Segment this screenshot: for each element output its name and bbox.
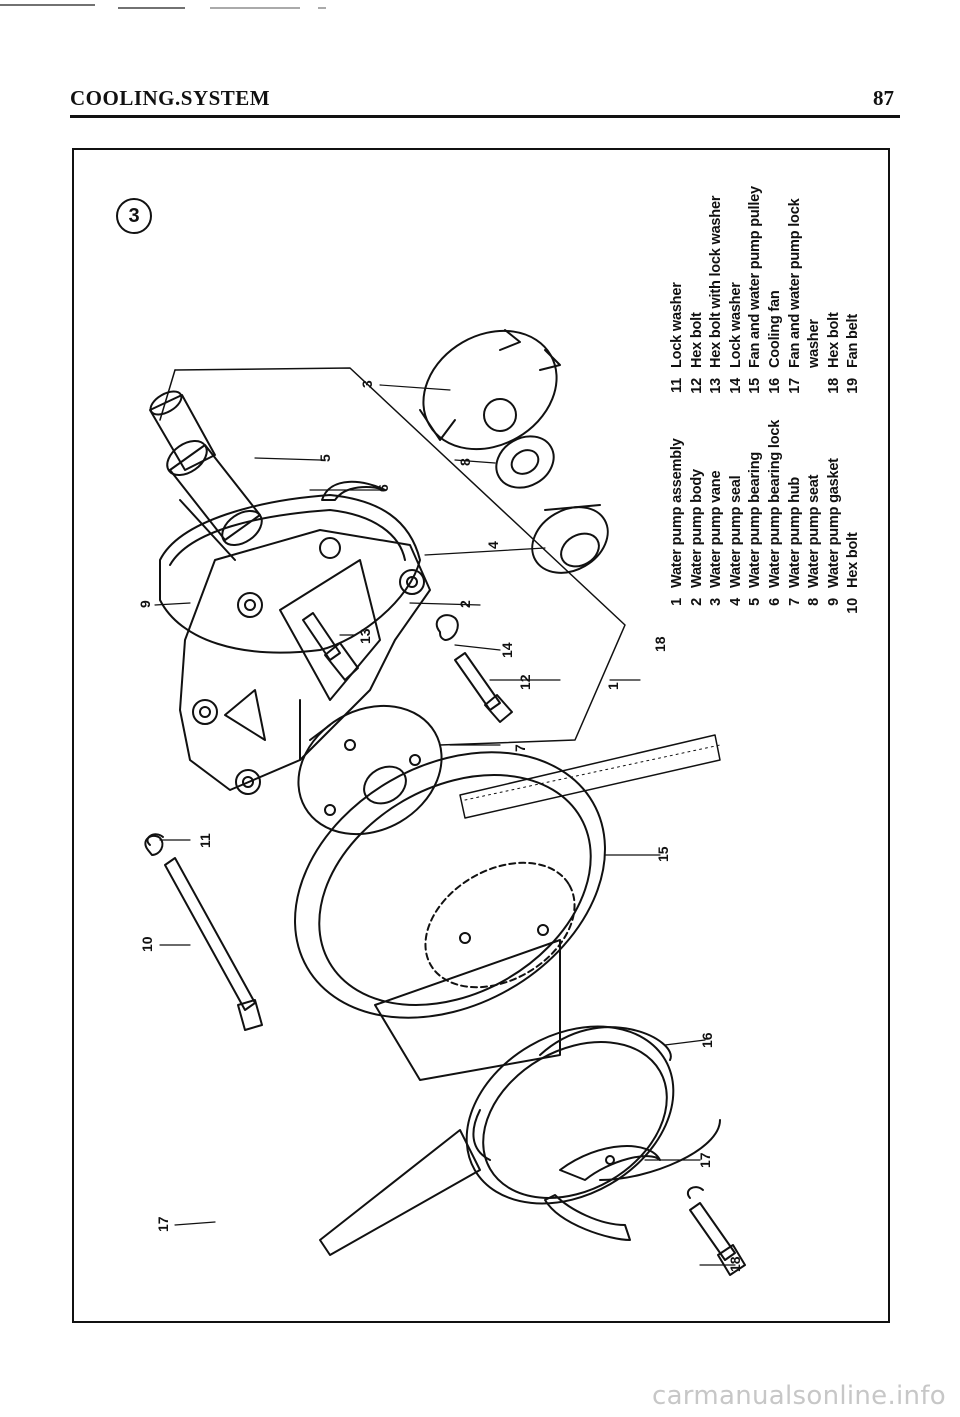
hex-bolt-lock-washer-13 — [302, 612, 359, 681]
header-rule — [70, 115, 900, 118]
section-title: COOLING.SYSTEM — [70, 86, 271, 110]
callout-7: 7 — [512, 744, 528, 752]
water-pump-seat — [495, 435, 555, 489]
figure-number: 3 — [128, 205, 140, 227]
callout-18: 18 — [727, 1256, 743, 1272]
callout-1: 1 — [605, 682, 621, 690]
water-pump-vane — [419, 329, 561, 451]
fan-lock-washer — [544, 1145, 661, 1241]
figure-frame — [72, 148, 890, 1323]
callout-15: 15 — [655, 846, 671, 862]
top-edge-marks — [0, 4, 326, 9]
watermark: carmanualsonline.info — [651, 1381, 946, 1411]
hex-bolt-12 — [454, 652, 513, 723]
callout-12: 12 — [517, 674, 533, 690]
callout-5: 5 — [317, 454, 333, 462]
lock-washer-11 — [144, 834, 164, 856]
callout-3: 3 — [359, 380, 375, 388]
leader-lines — [154, 384, 736, 1266]
water-pump-bearing — [166, 439, 263, 561]
page-header: COOLING.SYSTEM 87 — [70, 86, 900, 118]
callout-6: 6 — [375, 484, 391, 492]
callout-9: 9 — [137, 600, 153, 608]
fan-pump-pulley — [294, 751, 606, 1019]
callout-11: 11 — [197, 833, 213, 848]
water-pump-body — [179, 529, 431, 795]
callout-19: 18 — [652, 636, 668, 652]
callout-10: 10 — [139, 936, 155, 952]
page-number: 87 — [873, 86, 894, 110]
hex-bolt-18 — [686, 1186, 746, 1276]
hex-bolt-10 — [146, 833, 263, 1031]
water-pump-seal — [531, 504, 609, 574]
callout-17-left: 17 — [155, 1216, 171, 1232]
group-outline — [174, 367, 626, 746]
callout-2: 2 — [457, 600, 473, 608]
bearing-lock-clip — [321, 480, 386, 501]
cooling-fan — [319, 939, 721, 1256]
callout-16: 16 — [699, 1032, 715, 1048]
legend-row: washer — [806, 319, 823, 368]
lock-washer-14 — [435, 614, 459, 641]
water-pump-hub — [297, 704, 443, 836]
callout-4: 4 — [485, 541, 501, 549]
callout-8: 8 — [457, 458, 473, 466]
fan-belt — [459, 734, 721, 819]
water-pump-gasket — [159, 494, 421, 654]
callout-14: 14 — [499, 642, 515, 658]
callout-13: 13 — [357, 628, 373, 644]
callout-17-right: 17 — [697, 1152, 713, 1168]
figure-number-badge: 3 — [116, 198, 152, 234]
